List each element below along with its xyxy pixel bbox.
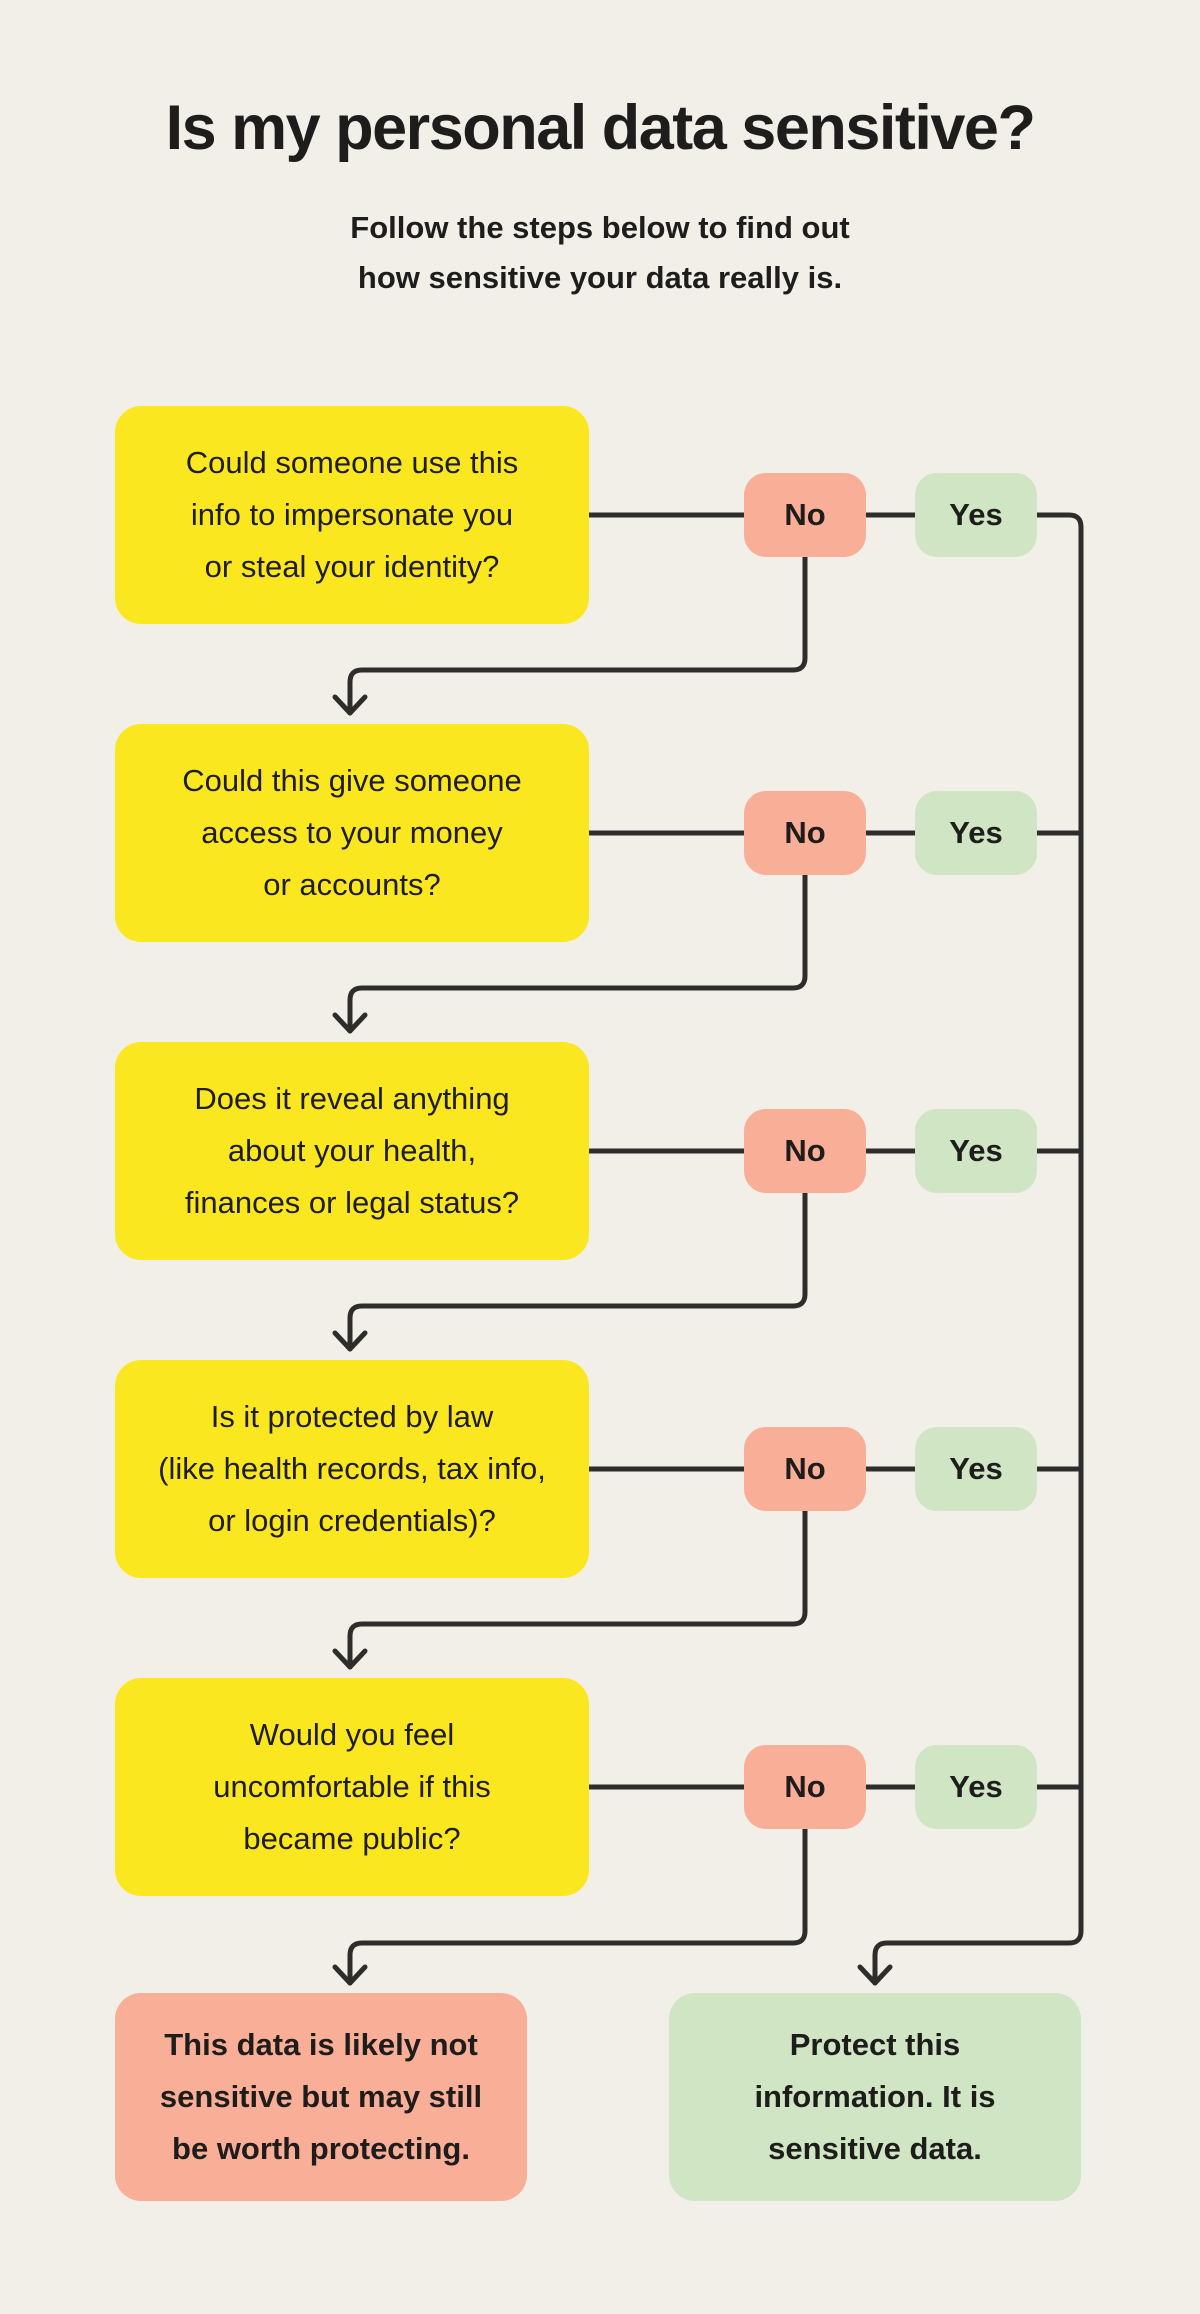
question-line: Could this give someone: [182, 763, 522, 798]
question-line: or accounts?: [263, 867, 441, 902]
question-line: about your health,: [227, 1133, 477, 1168]
no-chip-5: No: [744, 1745, 866, 1829]
yes-chip-3: Yes: [915, 1109, 1037, 1193]
no-chip-1: No: [744, 473, 866, 557]
page-title: Is my personal data sensitive?: [165, 93, 1036, 163]
yes-chip-5: Yes: [915, 1745, 1037, 1829]
question-line: Could someone use this: [185, 445, 519, 480]
connector-yes-rail: [872, 512, 1084, 1986]
question-line: finances or legal status?: [184, 1185, 520, 1220]
question-line: (like health records, tax info,: [158, 1451, 546, 1486]
question-box-5: Would you feel uncomfortable if this bec…: [115, 1678, 589, 1896]
subtitle-line: how sensitive your data really is.: [357, 260, 843, 295]
no-chip-3: No: [744, 1109, 866, 1193]
yes-chip-2: Yes: [915, 791, 1037, 875]
arrowhead-positive-outcome: [857, 1964, 893, 1986]
arrowhead-q3: [332, 1012, 368, 1034]
arrowhead-q4: [332, 1330, 368, 1352]
no-chip-2: No: [744, 791, 866, 875]
connector-no5-negative: [347, 1826, 808, 1986]
question-line: info to impersonate you: [190, 497, 514, 532]
question-line: access to your money: [201, 815, 503, 850]
subtitle-line: Follow the steps below to find out: [350, 210, 850, 245]
question-line: became public?: [243, 1821, 461, 1856]
arrowhead-negative-outcome: [332, 1964, 368, 1986]
connector-no2-q3: [347, 872, 808, 1034]
question-line: or steal your identity?: [204, 549, 500, 584]
connector-no3-q4: [347, 1190, 808, 1352]
question-box-3: Does it reveal anything about your healt…: [115, 1042, 589, 1260]
outcome-line: be worth protecting.: [172, 2131, 470, 2166]
connector-no1-q2: [347, 554, 808, 716]
question-line: uncomfortable if this: [213, 1769, 491, 1804]
outcome-line: sensitive but may still: [159, 2079, 483, 2114]
yes-chip-1: Yes: [915, 473, 1037, 557]
arrowhead-q5: [332, 1648, 368, 1670]
question-line: Would you feel: [249, 1717, 455, 1752]
outcome-line: Protect this: [789, 2027, 961, 2062]
question-line: Does it reveal anything: [194, 1081, 510, 1116]
question-box-1: Could someone use this info to impersona…: [115, 406, 589, 624]
outcome-box-sensitive: Protect this information. It is sensitiv…: [669, 1993, 1081, 2201]
question-line: or login credentials)?: [208, 1503, 496, 1538]
connector-no4-q5: [347, 1508, 808, 1670]
outcome-line: sensitive data.: [768, 2131, 982, 2166]
outcome-box-not-sensitive: This data is likely not sensitive but ma…: [115, 1993, 527, 2201]
outcome-line: This data is likely not: [164, 2027, 478, 2062]
page-subtitle: Follow the steps below to find out how s…: [0, 203, 1200, 303]
question-box-2: Could this give someone access to your m…: [115, 724, 589, 942]
outcome-line: information. It is: [754, 2079, 996, 2114]
question-line: Is it protected by law: [210, 1399, 494, 1434]
yes-chip-4: Yes: [915, 1427, 1037, 1511]
question-box-4: Is it protected by law (like health reco…: [115, 1360, 589, 1578]
arrowhead-q2: [332, 694, 368, 716]
no-chip-4: No: [744, 1427, 866, 1511]
